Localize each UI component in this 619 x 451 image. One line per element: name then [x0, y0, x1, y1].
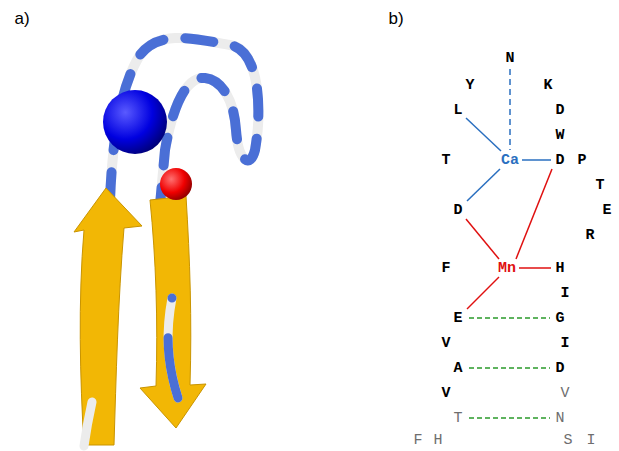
residue-letter: D: [555, 153, 564, 168]
residue-letter: A: [453, 361, 462, 376]
residue-letter: E: [602, 203, 611, 218]
beta-strand: [140, 196, 206, 428]
residue-letter: H: [433, 433, 442, 448]
manganese-bond: [466, 169, 552, 309]
panel-letter: a): [14, 10, 29, 27]
residue-letter: L: [453, 103, 462, 118]
coil-tube: [84, 298, 178, 446]
manganese-sphere: [160, 168, 192, 200]
residue-letter: D: [555, 361, 564, 376]
residue-letter: E: [453, 311, 462, 326]
residue-letter: D: [453, 203, 462, 218]
ion-label: Mn: [498, 261, 516, 276]
residue-letter: R: [585, 228, 594, 243]
residue-letter: N: [555, 411, 564, 426]
residue-letter: F: [441, 261, 450, 276]
residue-letter: W: [555, 128, 564, 143]
hydrogen-bond: [469, 318, 550, 418]
residue-letter: I: [586, 433, 595, 448]
residue-letter: S: [563, 433, 572, 448]
residue-letter: P: [577, 153, 586, 168]
residue-letter: T: [595, 178, 604, 193]
residue-letter: I: [560, 336, 569, 351]
residue-letter: H: [555, 261, 564, 276]
residue-letter: V: [560, 386, 569, 401]
residue-letter: T: [453, 411, 462, 426]
calcium-sphere: [103, 90, 167, 154]
residue-letter: T: [441, 153, 450, 168]
calcium-bond: [466, 69, 551, 201]
ion-label: Ca: [501, 153, 519, 168]
residue-letter: I: [560, 286, 569, 301]
residue-letter: N: [505, 51, 514, 66]
residue-letter: D: [555, 103, 564, 118]
residue-letter: Y: [465, 78, 474, 93]
beta-strand: [74, 188, 142, 445]
residue-letter: F: [413, 433, 422, 448]
panel-letter: b): [388, 10, 403, 27]
residue-letter: V: [441, 336, 450, 351]
residue-letter: K: [543, 78, 552, 93]
residue-letter: G: [555, 311, 564, 326]
residue-letter: V: [441, 386, 450, 401]
